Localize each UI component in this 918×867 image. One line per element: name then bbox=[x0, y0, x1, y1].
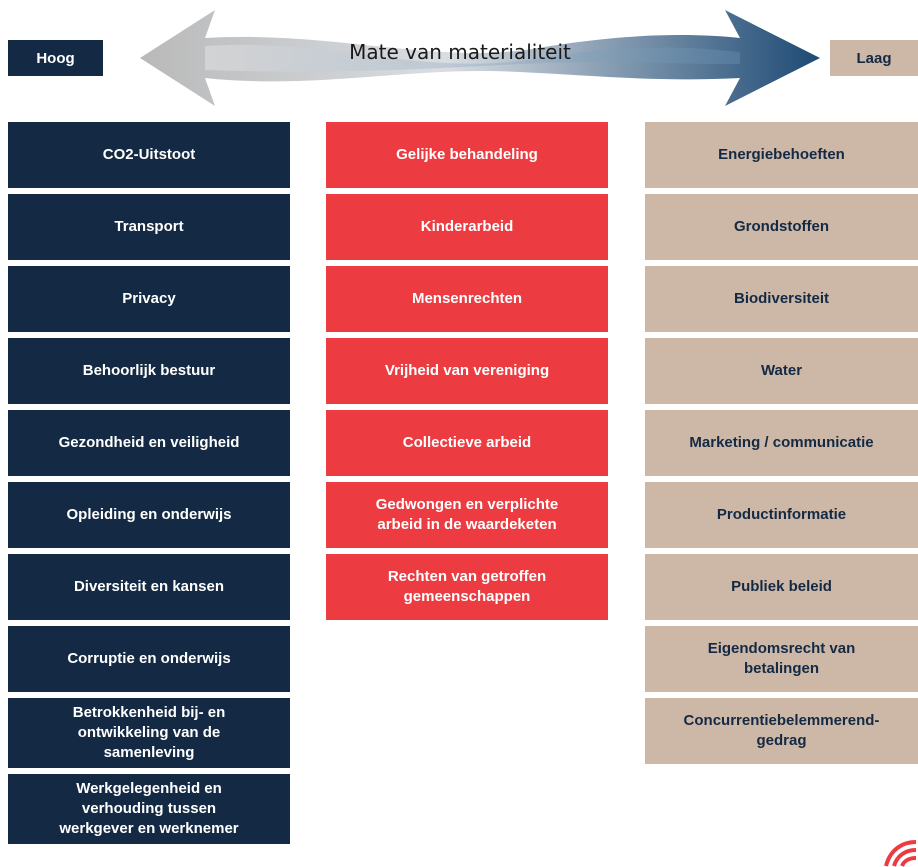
topic-box-high: Werkgelegenheid en verhouding tussen wer… bbox=[8, 774, 290, 844]
topic-box-high: Diversiteit en kansen bbox=[8, 554, 290, 620]
column-low-materiality: Energiebehoeften Grondstoffen Biodiversi… bbox=[645, 122, 918, 770]
topic-box-low: Energiebehoeften bbox=[645, 122, 918, 188]
topic-box-high: Privacy bbox=[8, 266, 290, 332]
topic-box-low: Marketing / communicatie bbox=[645, 410, 918, 476]
high-label: Hoog bbox=[8, 40, 103, 76]
topic-box-high: Gezondheid en veiligheid bbox=[8, 410, 290, 476]
topic-box-low: Biodiversiteit bbox=[645, 266, 918, 332]
topic-box-medium: Rechten van getroffen gemeenschappen bbox=[326, 554, 608, 620]
topic-box-high: Behoorlijk bestuur bbox=[8, 338, 290, 404]
materiality-title: Mate van materialiteit bbox=[349, 40, 571, 64]
topic-box-medium: Mensenrechten bbox=[326, 266, 608, 332]
column-medium-materiality: Gelijke behandeling Kinderarbeid Mensenr… bbox=[326, 122, 608, 626]
topic-box-high: Corruptie en onderwijs bbox=[8, 626, 290, 692]
topic-box-high: CO2-Uitstoot bbox=[8, 122, 290, 188]
column-high-materiality: CO2-Uitstoot Transport Privacy Behoorlij… bbox=[8, 122, 290, 850]
topic-box-low: Productinformatie bbox=[645, 482, 918, 548]
brand-logo-icon bbox=[884, 840, 917, 867]
double-headed-arrow-icon bbox=[140, 10, 820, 106]
topic-box-high: Betrokkenheid bij- en ontwikkeling van d… bbox=[8, 698, 290, 768]
topic-box-low: Concurrentiebelemmerend- gedrag bbox=[645, 698, 918, 764]
topic-box-low: Publiek beleid bbox=[645, 554, 918, 620]
topic-box-medium: Vrijheid van vereniging bbox=[326, 338, 608, 404]
topic-box-medium: Kinderarbeid bbox=[326, 194, 608, 260]
topic-box-medium: Gelijke behandeling bbox=[326, 122, 608, 188]
topic-box-low: Eigendomsrecht van betalingen bbox=[645, 626, 918, 692]
topic-box-low: Grondstoffen bbox=[645, 194, 918, 260]
low-label: Laag bbox=[830, 40, 918, 76]
topic-box-high: Transport bbox=[8, 194, 290, 260]
topic-box-high: Opleiding en onderwijs bbox=[8, 482, 290, 548]
topic-box-medium: Gedwongen en verplichte arbeid in de waa… bbox=[326, 482, 608, 548]
topic-box-low: Water bbox=[645, 338, 918, 404]
topic-box-medium: Collectieve arbeid bbox=[326, 410, 608, 476]
